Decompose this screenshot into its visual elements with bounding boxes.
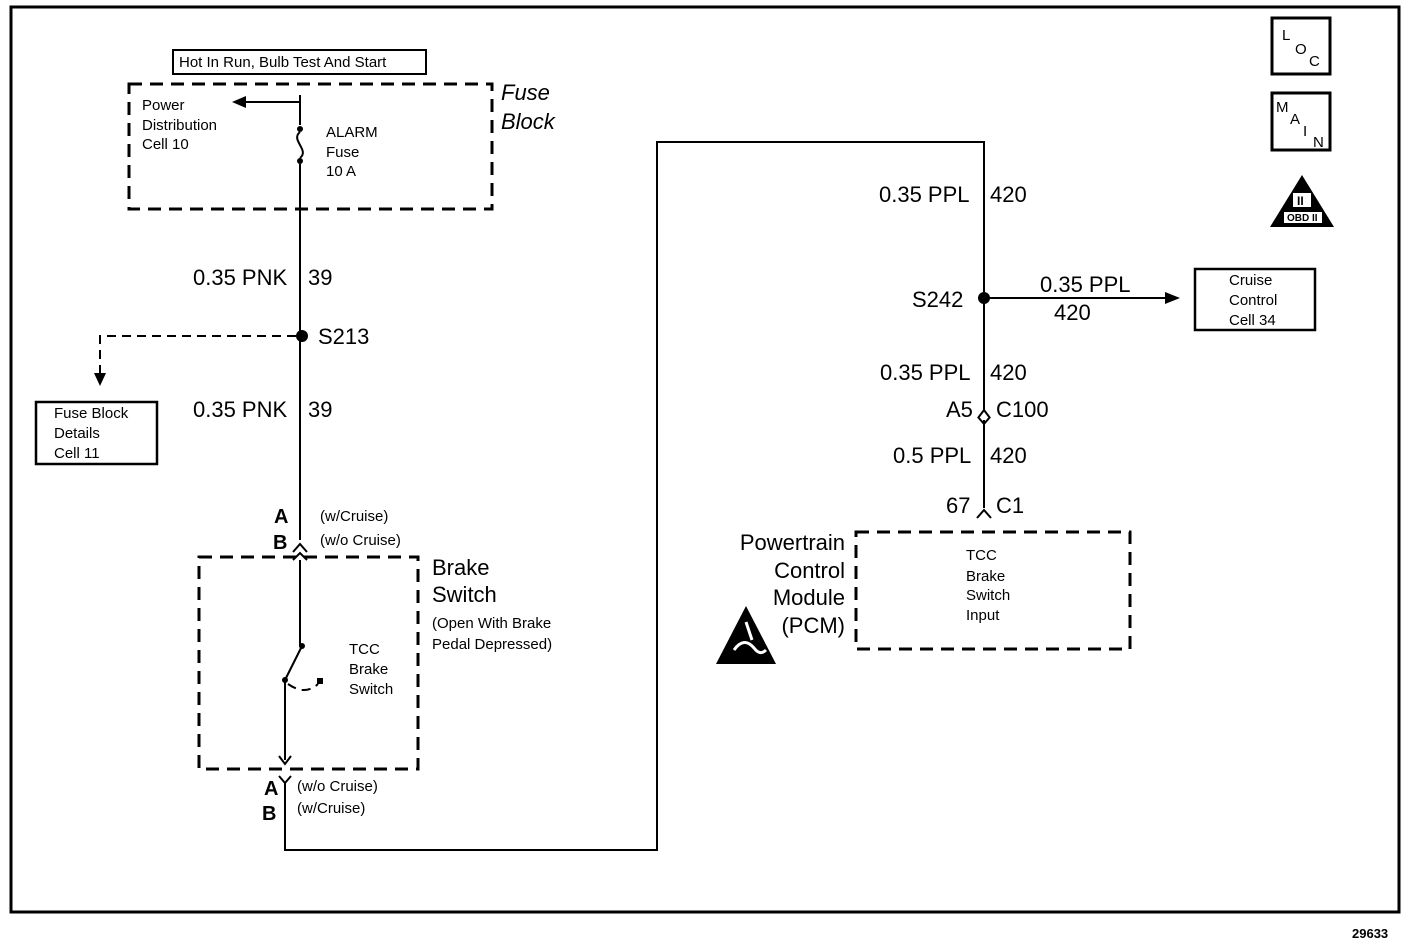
fuse-block-title-2: Block xyxy=(501,109,556,134)
svg-text:(w/Cruise): (w/Cruise) xyxy=(297,800,365,817)
fuse-block-details-box[interactable] xyxy=(34,400,159,466)
svg-text:Switch: Switch xyxy=(966,587,1010,604)
fuse-block-header: Hot In Run, Bulb Test And Start xyxy=(179,54,387,71)
switch-icon xyxy=(278,560,323,766)
svg-text:Powertrain: Powertrain xyxy=(740,530,845,555)
connector-icon-bottom xyxy=(278,775,292,785)
svg-text:S242: S242 xyxy=(912,287,963,312)
svg-text:(w/Cruise): (w/Cruise) xyxy=(320,508,388,525)
svg-text:A: A xyxy=(1290,111,1300,128)
connector-c100-icon xyxy=(977,408,991,508)
fuse-label: ALARM xyxy=(326,124,378,141)
brake-switch-boundary xyxy=(197,555,420,771)
svg-text:0.35 PPL: 0.35 PPL xyxy=(880,360,971,385)
fuse-label-2: Fuse xyxy=(326,144,359,161)
loc-icon[interactable]: L O C xyxy=(1270,16,1332,76)
splice-label: S213 xyxy=(318,324,369,349)
svg-text:Pedal Depressed): Pedal Depressed) xyxy=(432,636,552,653)
svg-text:Control: Control xyxy=(1229,292,1277,309)
svg-text:420: 420 xyxy=(990,360,1027,385)
esd-warning-icon xyxy=(716,606,776,664)
wire-gauge-label-2: 0.35 PNK xyxy=(193,397,287,422)
brake-switch-title: Brake xyxy=(432,555,489,580)
diagram-frame xyxy=(9,5,1401,914)
svg-text:A5: A5 xyxy=(946,397,973,422)
svg-text:OBD II: OBD II xyxy=(1287,213,1318,224)
fuse-block-title: Fuse xyxy=(501,80,550,105)
svg-text:L: L xyxy=(1282,27,1290,44)
svg-text:(Open With Brake: (Open With Brake xyxy=(432,615,551,632)
diagram-number: 29633 xyxy=(1352,926,1388,941)
wire-number-label-2: 39 xyxy=(308,397,332,422)
svg-text:C: C xyxy=(1309,53,1320,70)
connector-c1-icon xyxy=(976,508,992,519)
svg-text:Input: Input xyxy=(966,607,1000,624)
svg-text:Details: Details xyxy=(54,425,100,442)
fuse-icon xyxy=(296,95,304,164)
pcm-boundary xyxy=(854,530,1132,651)
svg-text:420: 420 xyxy=(990,182,1027,207)
arrow-right-icon xyxy=(1165,292,1180,304)
svg-text:420: 420 xyxy=(990,443,1027,468)
power-distribution-label-3: Cell 10 xyxy=(142,136,189,153)
svg-text:0.35 PPL: 0.35 PPL xyxy=(879,182,970,207)
svg-text:Brake: Brake xyxy=(349,661,388,678)
cruise-control-box[interactable] xyxy=(1193,267,1317,332)
fuse-block-boundary xyxy=(127,82,494,211)
svg-text:(w/o Cruise): (w/o Cruise) xyxy=(297,778,378,795)
svg-text:Cruise: Cruise xyxy=(1229,272,1272,289)
obd-ii-icon[interactable]: II OBD II xyxy=(1270,175,1334,227)
svg-text:Cell 34: Cell 34 xyxy=(1229,312,1276,329)
arrow-down-icon xyxy=(94,373,106,386)
power-distribution-label: Power xyxy=(142,97,185,114)
wire-gauge-label: 0.35 PNK xyxy=(193,265,287,290)
svg-text:B: B xyxy=(262,803,276,825)
svg-text:Switch: Switch xyxy=(349,681,393,698)
arrow-left-icon xyxy=(232,96,246,108)
svg-text:I: I xyxy=(1303,123,1307,140)
svg-text:A: A xyxy=(264,778,278,800)
svg-text:0.5 PPL: 0.5 PPL xyxy=(893,443,971,468)
svg-text:C100: C100 xyxy=(996,397,1049,422)
svg-text:II: II xyxy=(1297,194,1304,208)
fuse-block-header-box xyxy=(172,49,427,75)
svg-text:Module: Module xyxy=(773,585,845,610)
svg-text:N: N xyxy=(1313,134,1324,151)
svg-text:67: 67 xyxy=(946,493,970,518)
svg-text:420: 420 xyxy=(1054,300,1091,325)
brake-switch-title-2: Switch xyxy=(432,582,497,607)
svg-text:Cell 11: Cell 11 xyxy=(54,445,100,462)
svg-text:Control: Control xyxy=(774,558,845,583)
svg-text:0.35 PPL: 0.35 PPL xyxy=(1040,272,1131,297)
wire-return xyxy=(284,141,985,851)
power-distribution-label-2: Distribution xyxy=(142,117,217,134)
svg-text:B: B xyxy=(273,532,287,554)
svg-text:TCC: TCC xyxy=(349,641,380,658)
main-icon[interactable]: M A I N xyxy=(1270,91,1332,152)
splice-s213 xyxy=(296,330,308,342)
svg-text:TCC: TCC xyxy=(966,547,997,564)
wire-number-label: 39 xyxy=(308,265,332,290)
svg-text:O: O xyxy=(1295,41,1307,58)
svg-text:(w/o Cruise): (w/o Cruise) xyxy=(320,532,401,549)
svg-text:M: M xyxy=(1276,99,1289,116)
svg-text:A: A xyxy=(274,506,288,528)
svg-text:(PCM): (PCM) xyxy=(781,613,845,638)
fuse-label-3: 10 A xyxy=(326,163,356,180)
svg-text:C1: C1 xyxy=(996,493,1024,518)
svg-text:Brake: Brake xyxy=(966,568,1005,585)
svg-text:Fuse Block: Fuse Block xyxy=(54,405,129,422)
